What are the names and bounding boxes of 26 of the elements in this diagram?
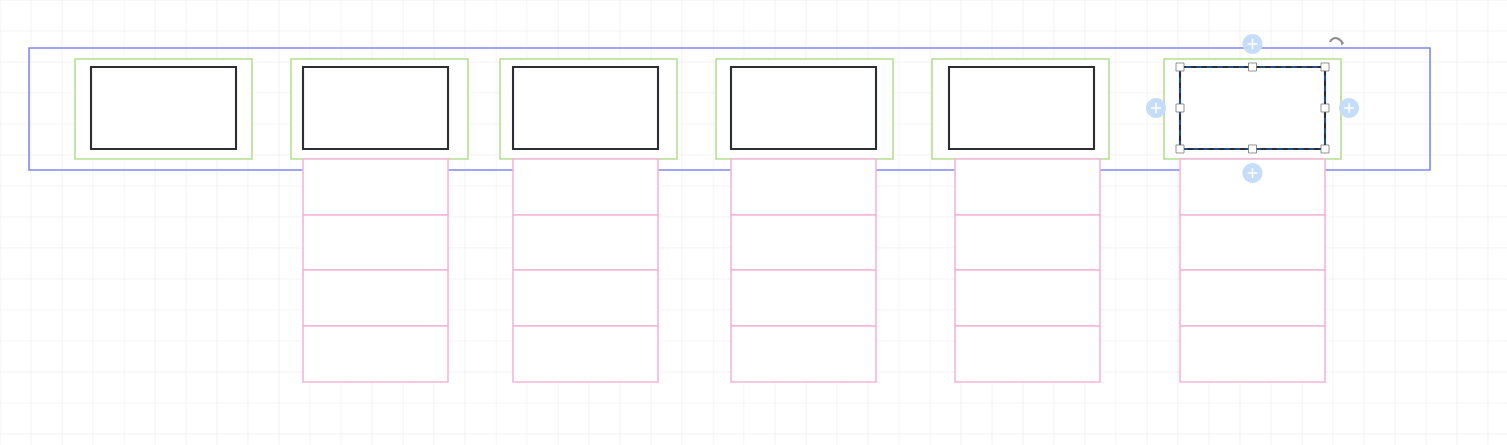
list-row-box [730, 158, 877, 216]
list-row-box [1179, 158, 1326, 216]
list-row-box [302, 214, 449, 271]
content-box [1178, 65, 1327, 151]
list-row-box [954, 325, 1101, 383]
list-row-box [1179, 269, 1326, 327]
content-box [511, 65, 660, 151]
list-row-box [954, 158, 1101, 216]
list-row-box [302, 269, 449, 327]
list-row-box [730, 214, 877, 271]
list-row-box [954, 269, 1101, 327]
list-row-box [1179, 214, 1326, 271]
content-box [89, 65, 238, 151]
content-box [301, 65, 450, 151]
list-row-box [512, 269, 659, 327]
content-box [947, 65, 1096, 151]
list-row-box [512, 214, 659, 271]
content-box [729, 65, 878, 151]
list-row-box [302, 325, 449, 383]
list-row-box [954, 214, 1101, 271]
list-row-box [730, 325, 877, 383]
list-row-box [512, 158, 659, 216]
list-row-box [302, 158, 449, 216]
list-row-box [730, 269, 877, 327]
list-row-box [1179, 325, 1326, 383]
list-row-box [512, 325, 659, 383]
